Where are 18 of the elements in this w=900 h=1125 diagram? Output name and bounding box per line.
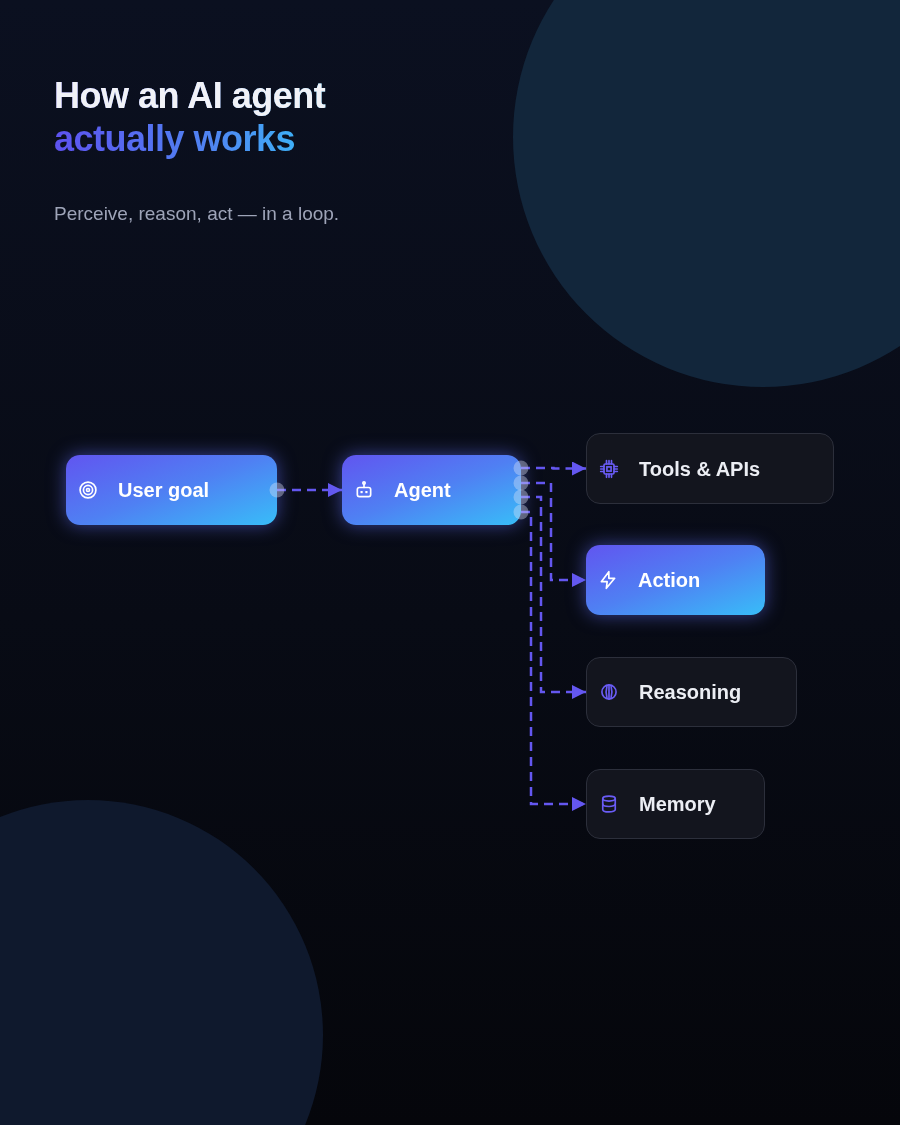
subtitle: Perceive, reason, act — in a loop. xyxy=(54,203,340,225)
node-label: Agent xyxy=(394,478,451,502)
node-label: Memory xyxy=(639,792,716,816)
process-box xyxy=(342,455,521,525)
dashed-arrow xyxy=(521,510,586,811)
dashed-arrow xyxy=(521,481,586,587)
node-label: User goal xyxy=(118,478,210,502)
process-box xyxy=(586,657,797,727)
dashed-arrow xyxy=(277,483,342,497)
node-label: Action xyxy=(638,568,701,592)
process-box xyxy=(586,545,765,615)
dashed-arrow xyxy=(521,495,586,699)
process-box xyxy=(586,769,765,839)
node-label: Tools & APIs xyxy=(639,457,761,480)
process-box xyxy=(66,455,277,525)
node-label: Reasoning xyxy=(639,680,742,704)
process-box xyxy=(586,433,834,504)
dashed-arrow xyxy=(521,461,586,476)
